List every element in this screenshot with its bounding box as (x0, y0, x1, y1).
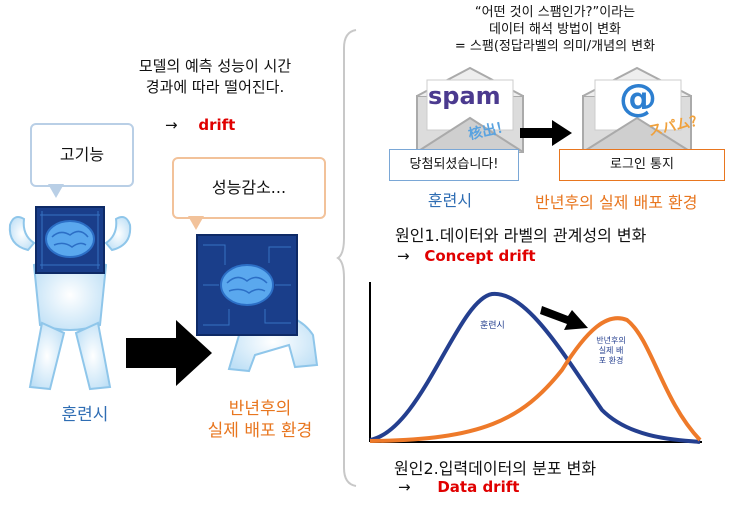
cause1-arrow: → (397, 247, 410, 265)
left-heading-line2: 경과에 따라 떨어진다. (145, 78, 285, 96)
robot-weak-illustration (196, 234, 319, 373)
robot-strong-illustration (8, 206, 132, 391)
arrow-right-icon (126, 320, 212, 386)
cause2-term: Data drift (437, 478, 520, 496)
box-train-text: 당첨되셨습니다! (409, 157, 499, 172)
box-deploy-text: 로그인 통지 (610, 157, 674, 172)
bubble-low-text: 성능감소... (211, 178, 287, 197)
drift-label: drift (198, 116, 236, 134)
left-train-label: 훈련시 (61, 405, 109, 425)
bubble-high-text: 고기능 (59, 145, 105, 164)
bubble-low-tail (188, 216, 204, 230)
left-deploy-label: 반년후의 실제 배포 환경 (185, 398, 335, 442)
mail-envelope-icon (582, 66, 692, 153)
curve-deploy-line1: 반년후의 (596, 336, 626, 345)
cause1-text: 원인1.데이터와 라벨의 관계성의 변화 (395, 226, 647, 245)
bubble-high-performance: 고기능 (30, 123, 134, 187)
box-deploy-message: 로그인 통지 (559, 149, 725, 181)
drift-line: → drift (165, 116, 235, 134)
right-top-text: “어떤 것이 스팸인가?”이라는 데이터 해석 방법이 변화 = 스팸(정답라벨… (370, 4, 740, 55)
drift-arrow: → (165, 116, 178, 134)
right-deploy-label: 반년후의 실제 배포 환경 (535, 193, 698, 212)
spam-envelope-icon (416, 66, 524, 153)
curve-deploy-line2: 실제 배 (598, 346, 624, 355)
left-heading-line1: 모델의 예측 성능이 시간 (138, 57, 292, 75)
distribution-curves (369, 282, 702, 444)
curve-train (369, 291, 701, 444)
bubble-low-performance: 성능감소... (172, 157, 326, 219)
left-heading: 모델의 예측 성능이 시간 경과에 따라 떨어진다. (100, 56, 330, 98)
curve-deploy-label: 반년후의 실제 배 포 환경 (588, 336, 634, 366)
arrow-right-icon-small (520, 120, 572, 146)
box-train-message: 당첨되셨습니다! (389, 149, 519, 181)
left-deploy-line2: 실제 배포 환경 (207, 421, 313, 441)
curve-shift-arrow-icon (540, 306, 588, 330)
cause2-arrow: → (398, 478, 411, 496)
cause2-line: → Data drift (398, 478, 519, 496)
curve-train-label: 훈련시 (480, 321, 505, 331)
cause1-line: → Concept drift (397, 247, 536, 265)
curve-deploy (369, 316, 702, 443)
right-top-line1: “어떤 것이 스팸인가?”이라는 (474, 5, 636, 20)
brace-divider (336, 29, 357, 487)
spam-word: spam (428, 82, 501, 110)
bubble-high-tail (48, 184, 64, 198)
right-top-line2: 데이터 해석 방법이 변화 (489, 22, 621, 37)
curve-deploy-line3: 포 환경 (598, 356, 624, 365)
right-top-line3: = 스팸(정답라벨의 의미/개념의 변화 (454, 39, 656, 54)
cause2-text: 원인2.입력데이터의 분포 변화 (394, 459, 597, 478)
left-deploy-line1: 반년후의 (228, 399, 292, 419)
at-symbol: @ (619, 76, 657, 120)
cause1-term: Concept drift (424, 247, 536, 265)
right-train-label: 훈련시 (427, 191, 473, 210)
